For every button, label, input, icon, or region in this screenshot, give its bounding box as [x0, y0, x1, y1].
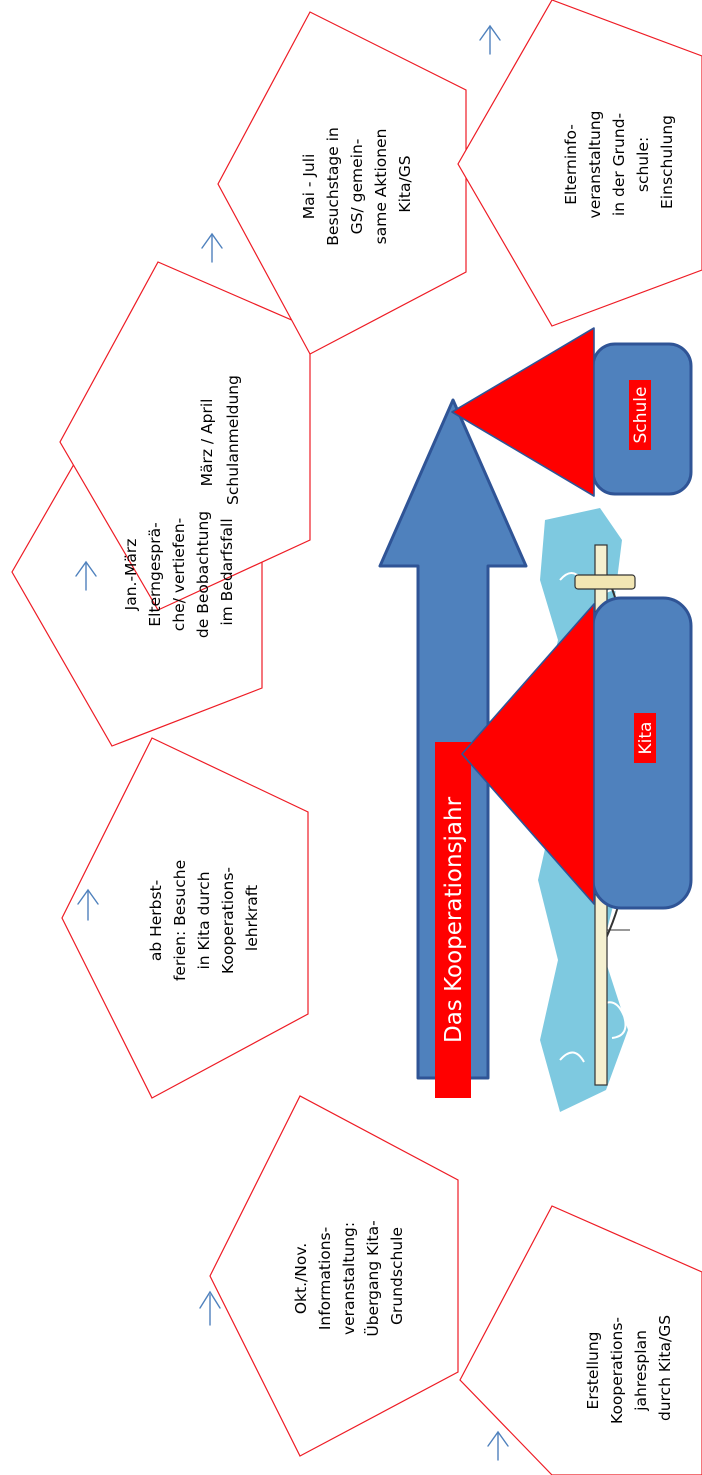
step-arrow-3	[75, 560, 97, 591]
step-text-elterninfo: Elterninfo- veranstaltung in der Grund- …	[562, 106, 676, 219]
pentagon-herbst	[61, 737, 309, 1099]
step-arrow-4	[201, 232, 223, 263]
step-arrow-6	[487, 1430, 509, 1461]
step-text-oktnov: Okt./Nov. Informations- veranstaltung: Ü…	[292, 1215, 406, 1336]
schule-label: Schule	[631, 387, 651, 444]
pentagon-maerzapril	[59, 261, 311, 611]
pentagon-erstellung	[459, 1205, 702, 1475]
step-text-erstellung: Erstellung Kooperations- jahresplan durc…	[584, 1312, 674, 1424]
kita-roof	[461, 603, 595, 905]
kita-label: Kita	[636, 722, 656, 755]
schule-label-box	[629, 380, 651, 450]
kita-label-box	[634, 713, 656, 763]
step-text-herbst: ab Herbst- ferien: Besuche in Kita durch…	[147, 855, 261, 981]
title-label-box	[435, 742, 471, 1098]
title-label: Das Kooperationsjahr	[441, 796, 467, 1043]
kooperationsjahr-arrow	[378, 398, 528, 1080]
step-text-janmaerz: Jan.-März Elterngesprä- che/ vertiefen- …	[122, 506, 236, 638]
pentagon-maijuli	[217, 11, 467, 355]
step-arrow-2	[77, 888, 99, 921]
step-text-maerzapril: März / April Schulanmeldung	[198, 375, 242, 505]
step-arrow-5	[479, 24, 501, 55]
pentagon-elterninfo	[457, 0, 702, 327]
step-text-maijuli: Mai - Juli Besuchstage in GS/ gemein- sa…	[300, 122, 414, 245]
step-arrow-1	[199, 1290, 221, 1326]
schule-house	[451, 327, 693, 497]
schule-roof	[451, 327, 595, 497]
pentagon-oktnov	[209, 1095, 459, 1457]
kita-house	[461, 596, 693, 910]
